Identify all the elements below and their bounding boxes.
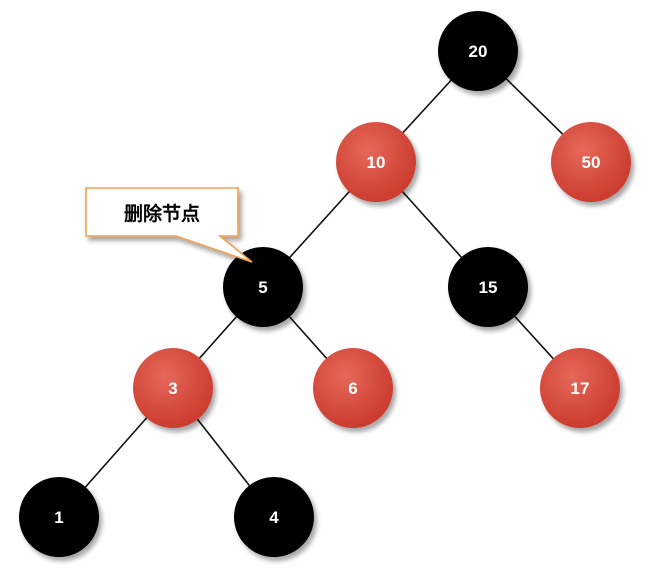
tree-node-10: 10 [336, 122, 416, 202]
black-node-circle [448, 247, 528, 327]
callout-box [85, 187, 253, 263]
black-node-circle [438, 11, 518, 91]
tree-node-1: 1 [19, 477, 99, 557]
tree-node-4: 4 [234, 477, 314, 557]
node-label: 3 [168, 379, 177, 398]
red-node-circle [551, 122, 631, 202]
delete-node-callout: 删除节点 [85, 187, 253, 263]
black-node-circle [19, 477, 99, 557]
tree-node-20: 20 [438, 11, 518, 91]
black-node-circle [223, 247, 303, 327]
callout-label: 删除节点 [124, 202, 200, 225]
tree-node-17: 17 [540, 348, 620, 428]
tree-node-6: 6 [313, 348, 393, 428]
nodes-layer: 20 10 50 5 15 3 6 17 1 4 [19, 11, 631, 557]
node-label: 17 [571, 379, 590, 398]
node-label: 5 [258, 278, 267, 297]
red-node-circle [336, 122, 416, 202]
tree-node-3: 3 [133, 348, 213, 428]
black-node-circle [234, 477, 314, 557]
red-node-circle [540, 348, 620, 428]
node-label: 10 [367, 153, 386, 172]
tree-node-50: 50 [551, 122, 631, 202]
tree-node-5: 5 [223, 247, 303, 327]
node-label: 50 [582, 153, 601, 172]
node-label: 15 [479, 278, 498, 297]
node-label: 20 [469, 42, 488, 61]
node-label: 6 [348, 379, 357, 398]
node-label: 4 [269, 508, 279, 527]
node-label: 1 [54, 508, 63, 527]
tree-node-15: 15 [448, 247, 528, 327]
red-node-circle [313, 348, 393, 428]
red-node-circle [133, 348, 213, 428]
